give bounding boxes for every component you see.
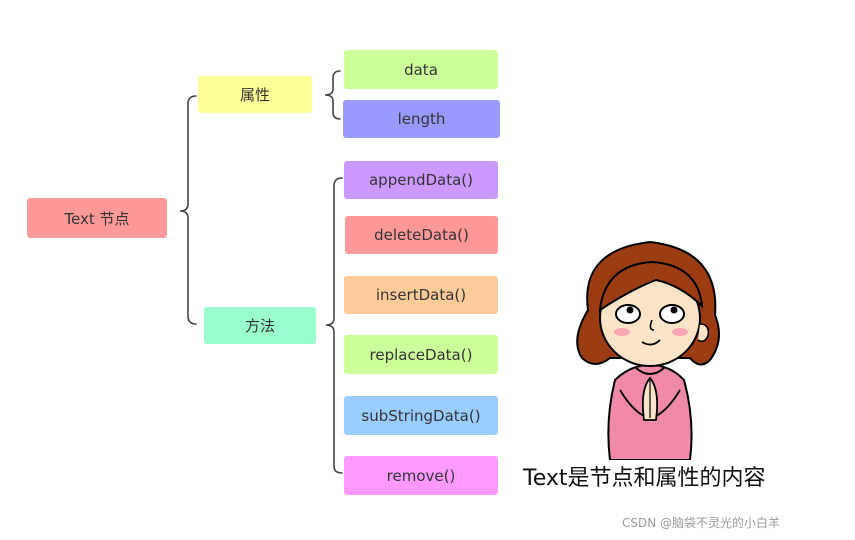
method-item-substringdata: subStringData()	[344, 396, 498, 435]
properties-bracket	[324, 70, 341, 120]
property-item-length: length	[343, 100, 500, 138]
root-bracket	[179, 95, 197, 325]
method-item-replacedata: replaceData()	[344, 335, 498, 374]
method-item-deletedata: deleteData()	[345, 216, 498, 254]
method-item-remove: remove()	[344, 456, 498, 495]
properties-node: 属性	[198, 76, 312, 113]
methods-bracket	[325, 177, 343, 474]
illustration-caption: Text是节点和属性的内容	[523, 466, 766, 491]
property-item-data: data	[344, 50, 498, 89]
method-item-insertdata: insertData()	[344, 276, 498, 314]
root-node: Text 节点	[27, 198, 167, 238]
praying-girl-cartoon-icon	[576, 240, 720, 460]
watermark: CSDN @脑袋不灵光的小白羊	[622, 516, 781, 530]
methods-node: 方法	[204, 307, 316, 344]
method-item-appenddata: appendData()	[344, 161, 498, 199]
